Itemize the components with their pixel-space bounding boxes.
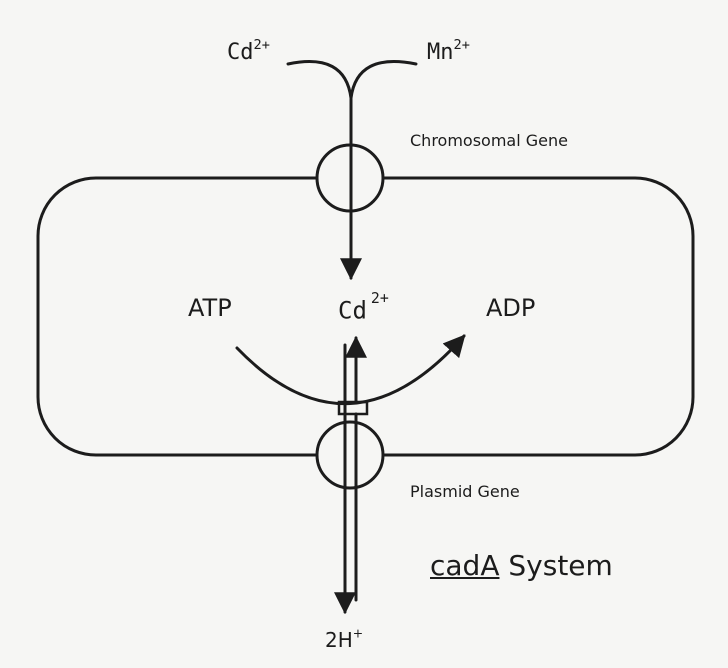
proton-label: 2H+ [325,625,364,652]
system-gene-name: cadA [430,549,500,582]
mn-uptake-curve [349,60,418,100]
adp-label: ADP [486,294,536,322]
system-title: cadA System [430,552,613,580]
efflux-pump-box [337,400,369,416]
cd-outside-label: Cd2+ [227,36,270,65]
cd-uptake-curve [286,60,353,100]
plasmid-transporter [315,420,385,490]
atp-to-adp-arrow [235,334,466,405]
system-word: System [508,549,613,582]
plasmid-gene-label: Plasmid Gene [410,482,520,501]
atp-label: ATP [188,294,232,322]
mn-outside-label: Mn2+ [427,36,470,65]
chromosomal-gene-label: Chromosomal Gene [410,131,568,150]
